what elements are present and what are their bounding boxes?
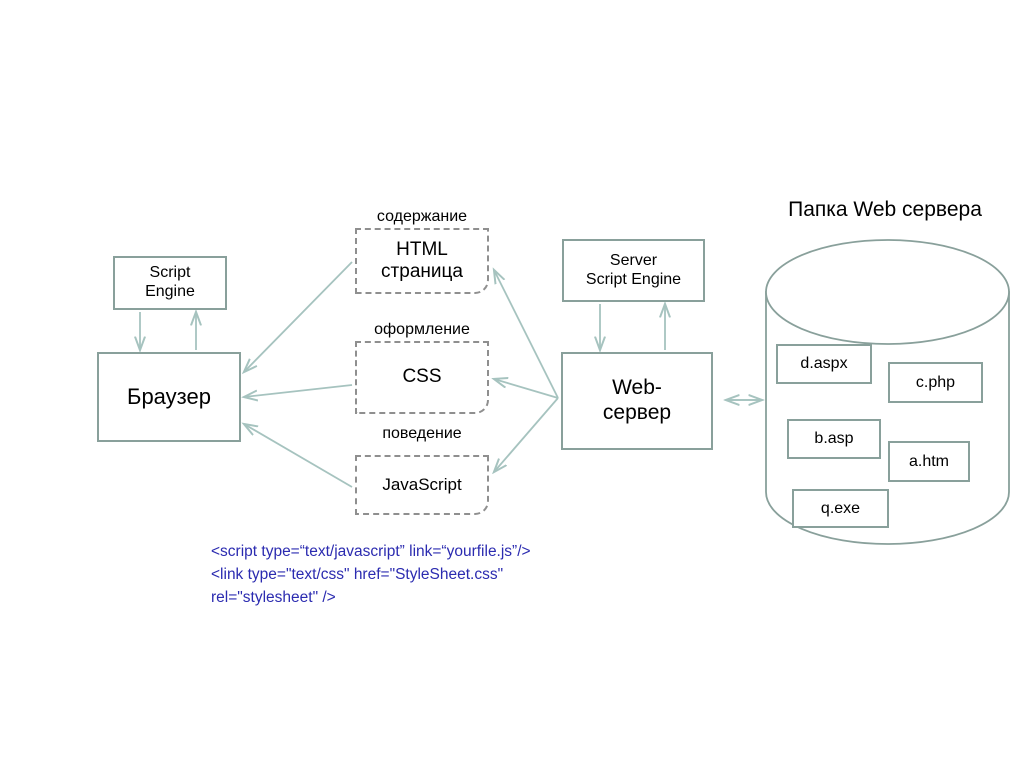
css-label: CSS	[402, 366, 442, 388]
web-server-folder-title: Папка Web сервера	[788, 198, 982, 221]
css-box: CSS	[355, 341, 489, 414]
web-server-box: Web-сервер	[561, 352, 713, 450]
arrow-css-to-browser	[244, 384, 353, 397]
arrow-webserver-to-js	[494, 397, 559, 472]
javascript-box: JavaScript	[355, 455, 489, 515]
browser-box: Браузер	[97, 352, 241, 442]
javascript-label: JavaScript	[382, 474, 462, 494]
file-item-c-php: c.php	[888, 362, 983, 403]
caption-behavior: поведение	[382, 425, 462, 442]
caption-style: оформление	[374, 321, 470, 338]
code-snippet: <script type=“text/javascript” link=“you…	[211, 543, 531, 606]
file-item-d-aspx: d.aspx	[776, 344, 872, 384]
arrow-js-to-browser	[244, 424, 353, 488]
web-server-label: Web-сервер	[602, 376, 672, 424]
file-item-q-exe: q.exe	[792, 489, 889, 528]
browser-label: Браузер	[127, 384, 211, 410]
arrow-html-to-browser	[244, 261, 353, 372]
caption-content: содержание	[376, 208, 468, 225]
file-item-a-htm: a.htm	[888, 441, 970, 482]
arrow-webserver-to-css	[494, 379, 559, 399]
file-item-b-asp: b.asp	[787, 419, 881, 459]
arrow-webserver-to-html	[494, 270, 559, 399]
